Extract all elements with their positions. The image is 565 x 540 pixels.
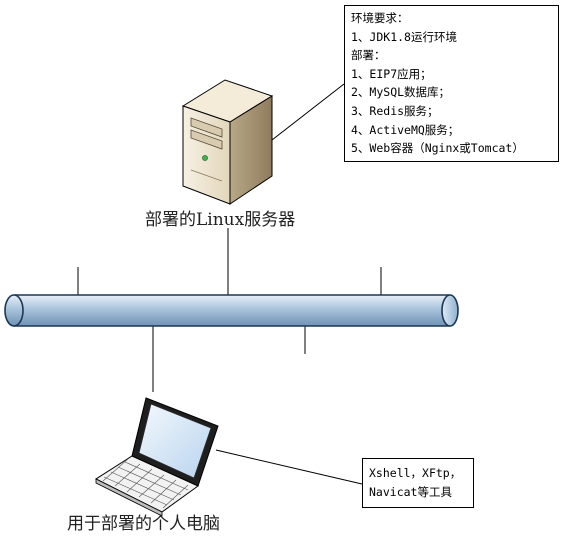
requirements-line: 3、Redis服务；	[351, 103, 439, 118]
tools-line: Xshell，XFtp，	[369, 466, 462, 480]
server-requirements-note: 环境要求： 1、JDK1.8运行环境 部署： 1、EIP7应用； 2、MySQL…	[344, 5, 559, 162]
laptop-to-note-connector	[215, 449, 363, 485]
network-bus	[4, 294, 459, 327]
server-to-note-connector	[271, 83, 345, 141]
server-icon	[181, 79, 274, 205]
requirements-line: 1、EIP7应用；	[351, 66, 432, 81]
requirements-line: 2、MySQL数据库；	[351, 85, 451, 100]
requirements-line: 环境要求：	[351, 11, 409, 25]
client-tools-note: Xshell，XFtp， Navicat等工具	[362, 458, 474, 508]
requirements-line: 部署：	[351, 48, 386, 63]
laptop-icon	[94, 397, 219, 517]
requirements-line: 4、ActiveMQ服务；	[351, 122, 460, 137]
requirements-line: 1、JDK1.8运行环境	[351, 29, 457, 44]
server-label: 部署的Linux服务器	[145, 210, 296, 230]
requirements-line: 5、Web容器（Nginx或Tomcat）	[351, 141, 524, 156]
tools-line: Navicat等工具	[369, 485, 452, 499]
client-label: 用于部署的个人电脑	[67, 514, 220, 534]
